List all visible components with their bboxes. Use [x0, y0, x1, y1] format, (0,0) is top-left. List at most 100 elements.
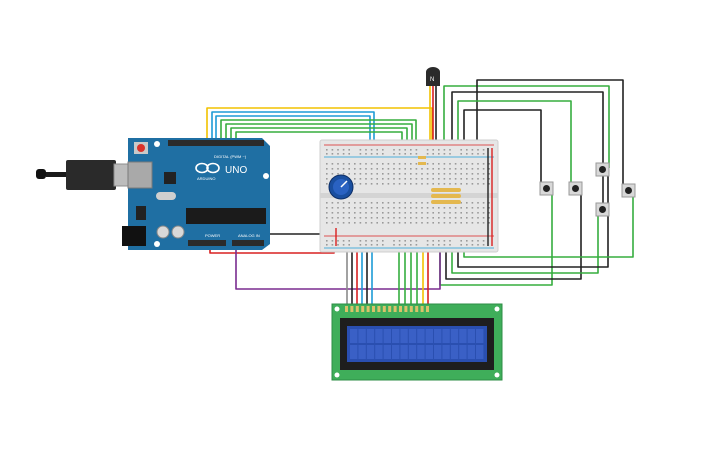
- breadboard-hole: [342, 163, 345, 165]
- breadboard-hole: [326, 207, 328, 209]
- breadboard-hole: [421, 173, 423, 175]
- breadboard-hole: [331, 173, 334, 175]
- breadboard-hole: [443, 153, 446, 155]
- breadboard-hole: [415, 153, 418, 155]
- breadboard-hole: [466, 183, 468, 185]
- breadboard-hole: [432, 173, 434, 175]
- breadboard-hole: [337, 240, 339, 242]
- breadboard-hole: [466, 244, 468, 246]
- breadboard-hole: [398, 163, 401, 165]
- breadboard-hole: [331, 240, 334, 242]
- lcd-cell: [392, 329, 400, 343]
- breadboard-hole: [365, 173, 367, 175]
- wire-blue-d1: [211, 111, 375, 147]
- breadboard-hole: [359, 168, 362, 170]
- breadboard-hole: [443, 244, 446, 246]
- push-button[interactable]: [595, 162, 610, 177]
- breadboard-hole: [398, 217, 401, 219]
- wire-green-d1: [220, 119, 417, 147]
- breadboard-hole: [438, 212, 440, 214]
- breadboard-hole: [359, 207, 362, 209]
- breadboard-hole: [331, 168, 334, 170]
- breadboard-hole: [454, 222, 457, 224]
- breadboard-hole: [466, 212, 468, 214]
- lcd-pin: [415, 306, 419, 312]
- breadboard-hole: [342, 244, 345, 246]
- lcd-cell: [450, 345, 459, 359]
- breadboard-hole: [482, 240, 485, 242]
- breadboard-hole: [466, 149, 468, 151]
- breadboard-hole: [454, 168, 457, 170]
- breadboard-hole: [326, 149, 328, 151]
- breadboard-hole: [365, 222, 367, 224]
- breadboard-hole: [348, 244, 350, 246]
- breadboard-hole: [376, 149, 378, 151]
- reset-button-cap[interactable]: [137, 144, 145, 152]
- push-button[interactable]: [568, 181, 583, 196]
- breadboard-hole: [337, 207, 339, 209]
- lcd-cell: [417, 329, 425, 343]
- breadboard-hole: [326, 168, 328, 170]
- breadboard-hole: [449, 153, 451, 155]
- breadboard-hole: [443, 168, 446, 170]
- breadboard-hole: [410, 168, 412, 170]
- breadboard-hole: [365, 163, 367, 165]
- breadboard-hole: [449, 173, 451, 175]
- lcd-cell: [476, 329, 484, 343]
- breadboard-hole: [331, 202, 334, 204]
- breadboard-hole: [471, 222, 474, 224]
- breadboard-hole: [477, 173, 479, 175]
- breadboard-hole: [382, 202, 384, 204]
- breadboard-hole: [404, 163, 406, 165]
- breadboard-hole: [443, 173, 446, 175]
- breadboard-hole: [404, 168, 406, 170]
- breadboard-hole: [488, 202, 490, 204]
- breadboard-hole: [404, 212, 406, 214]
- breadboard-hole: [398, 178, 401, 180]
- breadboard-hole: [488, 207, 490, 209]
- breadboard-hole: [359, 173, 362, 175]
- lcd-cell: [358, 345, 366, 359]
- breadboard-hole: [482, 202, 485, 204]
- breadboard-hole: [382, 222, 384, 224]
- breadboard-hole: [466, 153, 468, 155]
- breadboard-hole: [382, 183, 384, 185]
- breadboard-hole: [376, 244, 378, 246]
- breadboard-hole: [482, 153, 485, 155]
- push-button[interactable]: [621, 183, 636, 198]
- breadboard-hole: [415, 240, 418, 242]
- lcd-hole: [494, 306, 500, 312]
- wire-btn-black-2: [451, 91, 604, 210]
- breadboard-hole: [471, 173, 474, 175]
- push-button[interactable]: [539, 181, 554, 196]
- breadboard-hole: [471, 240, 474, 242]
- breadboard-hole: [410, 178, 412, 180]
- breadboard-hole: [421, 217, 423, 219]
- power-label: POWER: [205, 233, 220, 238]
- breadboard-hole: [354, 222, 356, 224]
- breadboard-hole: [326, 183, 328, 185]
- breadboard-hole: [342, 212, 345, 214]
- breadboard-hole: [477, 212, 479, 214]
- breadboard-hole: [443, 212, 446, 214]
- lcd-cell: [400, 345, 408, 359]
- push-button[interactable]: [595, 202, 610, 217]
- breadboard-hole: [393, 240, 395, 242]
- potentiometer[interactable]: [328, 174, 354, 200]
- breadboard-hole: [410, 153, 412, 155]
- breadboard-hole: [466, 222, 468, 224]
- breadboard-hole: [398, 202, 401, 204]
- breadboard-hole: [443, 163, 446, 165]
- breadboard-hole: [326, 178, 328, 180]
- breadboard-hole: [393, 183, 395, 185]
- breadboard-hole: [410, 183, 412, 185]
- arduino-board[interactable]: ARDUINO UNO DIGITAL (PWM ~) POWER ANALOG…: [122, 138, 270, 250]
- breadboard-hole: [477, 202, 479, 204]
- breadboard-hole: [454, 178, 457, 180]
- lcd-pin: [382, 306, 386, 312]
- breadboard-hole: [404, 153, 406, 155]
- breadboard-hole: [398, 183, 401, 185]
- breadboard-hole: [449, 212, 451, 214]
- breadboard-hole: [488, 173, 490, 175]
- temperature-sensor[interactable]: N: [426, 67, 440, 86]
